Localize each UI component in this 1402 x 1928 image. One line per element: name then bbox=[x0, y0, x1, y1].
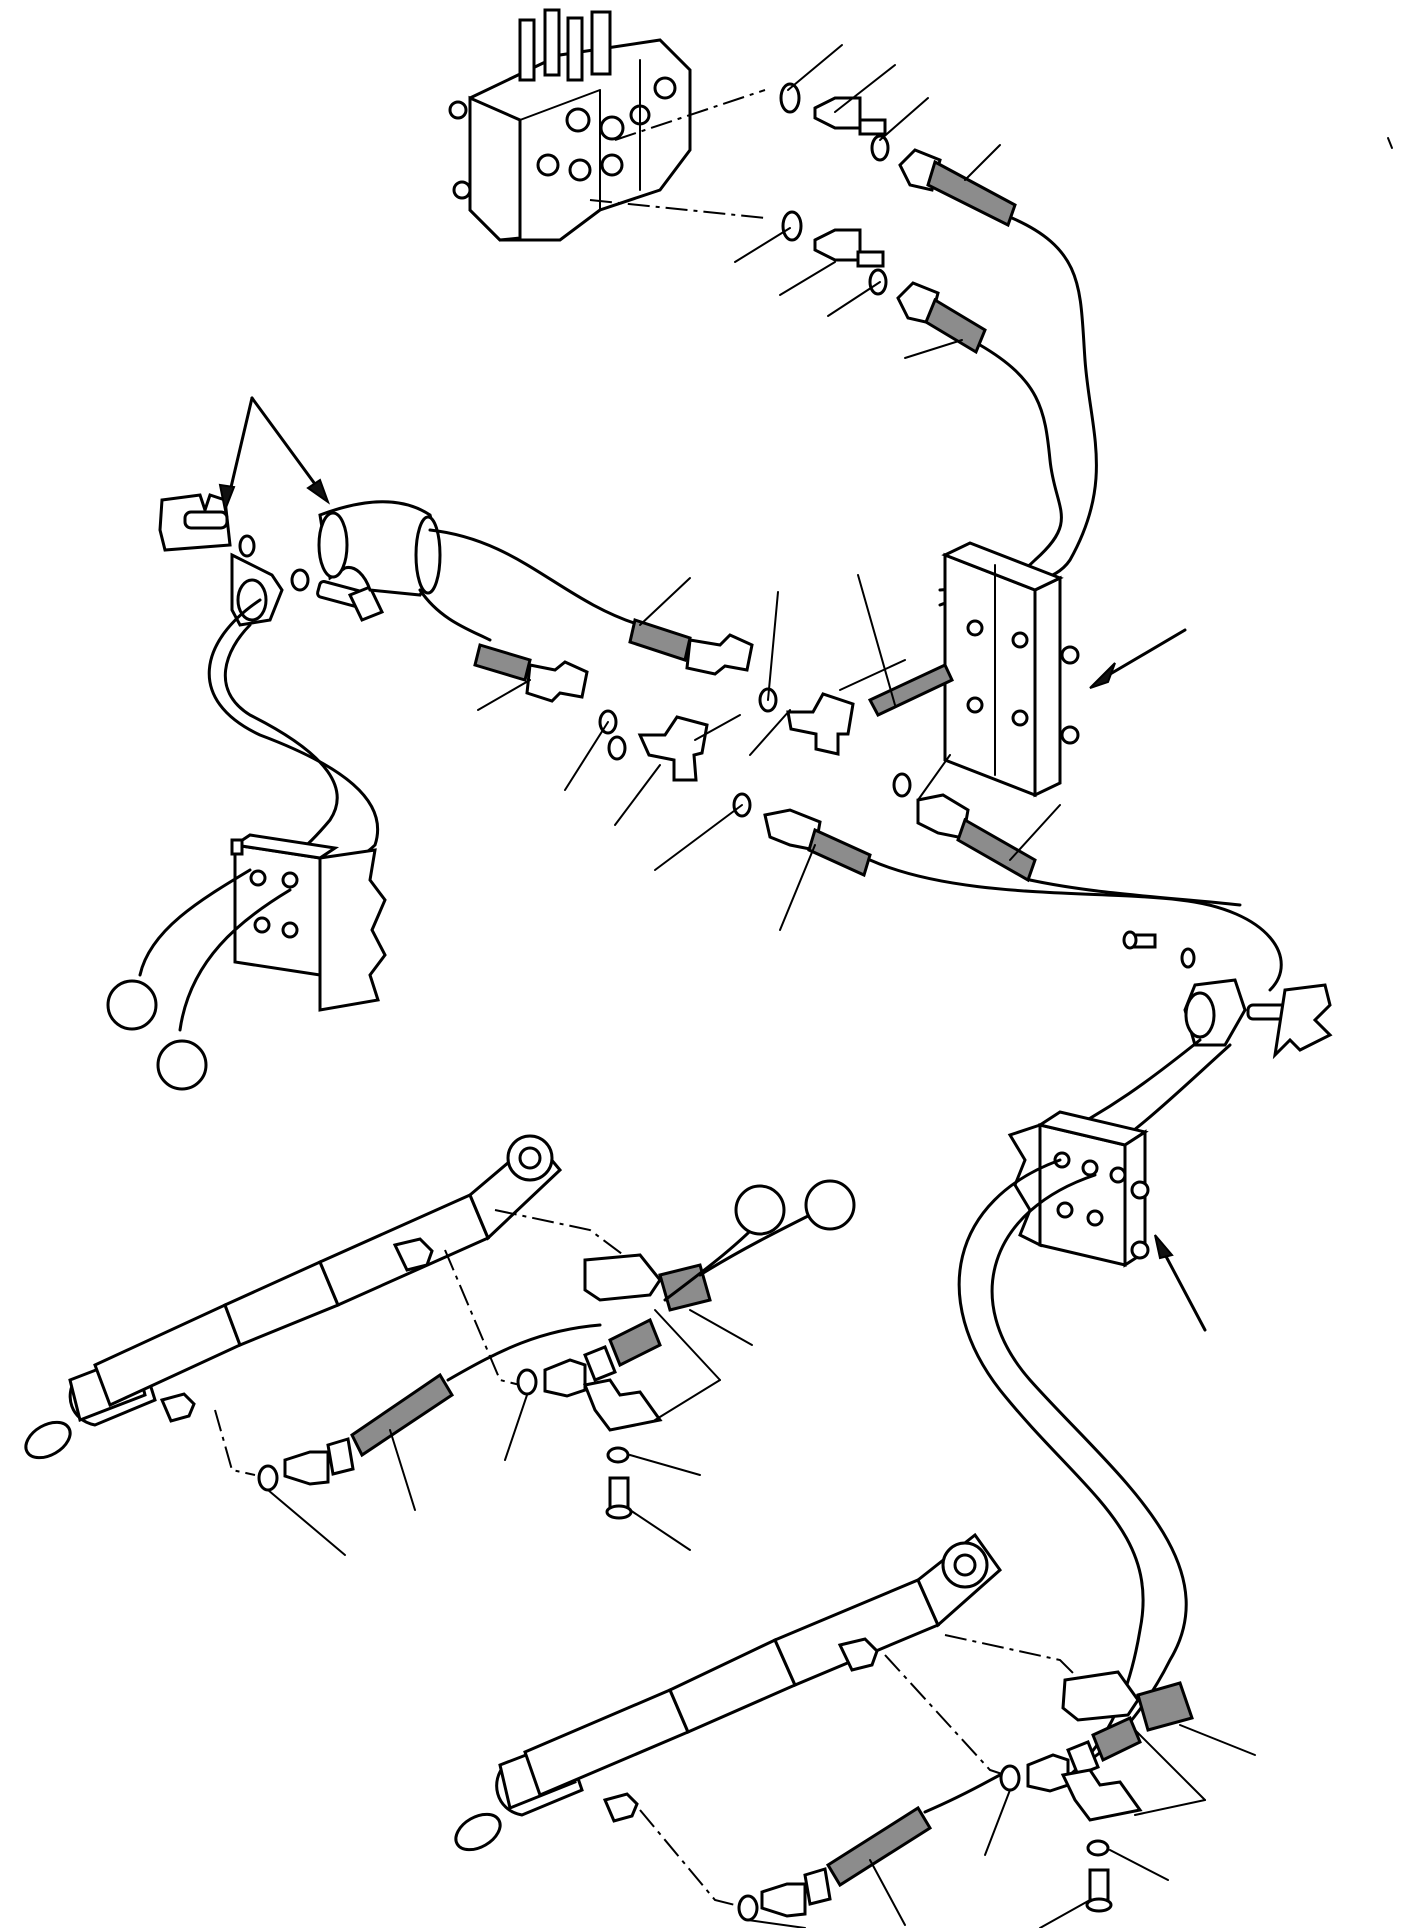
hose-line bbox=[428, 528, 642, 627]
leader-line bbox=[589, 199, 766, 219]
callout-circle-d bbox=[804, 1179, 856, 1231]
fitting-set-lower bbox=[781, 210, 987, 355]
callout-circle-c bbox=[734, 1184, 786, 1236]
hose-line bbox=[938, 216, 1098, 592]
arrowhead bbox=[1154, 1234, 1174, 1260]
hose-line bbox=[418, 588, 492, 642]
leader-line bbox=[494, 1209, 631, 1261]
control-valve bbox=[448, 8, 692, 242]
hose-clamp-upper bbox=[582, 1253, 712, 1520]
leader-line bbox=[639, 1809, 736, 1906]
o-ring bbox=[516, 1368, 538, 1396]
support-bracket-left bbox=[158, 493, 385, 627]
leader-line bbox=[614, 89, 766, 141]
hose-sleeve bbox=[825, 1805, 933, 1888]
leader-line bbox=[944, 1634, 1081, 1681]
hose-fitting bbox=[283, 1450, 330, 1486]
hose-sleeve bbox=[608, 1317, 662, 1368]
mounting-block bbox=[941, 541, 1080, 798]
hose-clamp-block-right bbox=[1007, 1110, 1150, 1268]
pointer-arrow bbox=[1158, 1243, 1207, 1332]
hose-sleeve bbox=[350, 1372, 455, 1458]
leader-line bbox=[884, 1654, 1006, 1776]
fitting-set-upper bbox=[779, 82, 1017, 228]
arrowhead bbox=[1089, 662, 1116, 689]
hose-fitting bbox=[803, 1867, 832, 1906]
pointer-arrow bbox=[250, 396, 325, 497]
hose-line bbox=[990, 1173, 1188, 1762]
hydraulic-cylinder-lower bbox=[454, 1532, 1003, 1852]
hydraulic-cylinder-upper bbox=[24, 1134, 563, 1460]
elbow-pipe-end bbox=[317, 511, 349, 579]
callout-circle-b bbox=[156, 1039, 208, 1091]
edge-mark bbox=[1387, 137, 1393, 149]
hose-fitting bbox=[583, 1345, 617, 1382]
hose-line bbox=[138, 868, 252, 977]
o-ring bbox=[257, 1464, 279, 1492]
pointer-arrow bbox=[226, 396, 254, 502]
arrowhead bbox=[218, 483, 236, 514]
hose-line bbox=[223, 623, 339, 877]
arrowhead bbox=[306, 478, 331, 505]
hose-line bbox=[178, 888, 292, 1032]
hose-clamp-lower bbox=[1060, 1670, 1194, 1913]
support-bracket-right bbox=[1122, 930, 1333, 1060]
o-ring bbox=[737, 1894, 759, 1922]
reference-leaders-cylinder-upper bbox=[267, 1309, 753, 1556]
pointer-arrow bbox=[1098, 628, 1187, 682]
hose-fitting bbox=[1026, 1753, 1070, 1793]
leader-line bbox=[444, 1249, 521, 1386]
hose-line bbox=[1028, 878, 1242, 907]
callout-circle-a bbox=[106, 979, 158, 1031]
elbow-pipe-end bbox=[414, 515, 442, 595]
hose-fitting bbox=[326, 1437, 355, 1476]
leader-line bbox=[214, 1409, 256, 1476]
hose-fitting bbox=[760, 1882, 807, 1918]
hose-line bbox=[698, 1208, 822, 1277]
fitting-cluster bbox=[473, 618, 1037, 883]
hose-clamp-block-left bbox=[230, 833, 387, 1012]
hose-line bbox=[868, 858, 1283, 992]
reference-leaders-cylinder-lower bbox=[747, 1724, 1256, 1928]
hose-fitting bbox=[543, 1358, 587, 1398]
reference-leaders-top bbox=[734, 44, 1001, 359]
hose-line bbox=[446, 1323, 602, 1382]
hose-fitting bbox=[1066, 1740, 1100, 1777]
reference-leaders-middle bbox=[477, 574, 1061, 931]
o-ring bbox=[999, 1764, 1021, 1792]
hose-line bbox=[923, 1773, 1002, 1814]
hose-sleeve bbox=[1091, 1715, 1142, 1763]
